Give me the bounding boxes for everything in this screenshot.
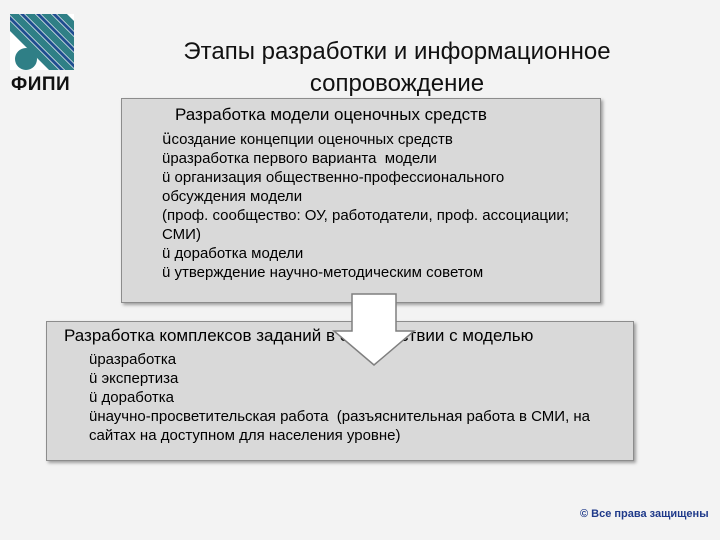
list-item: ü организация общественно-профессиональн… [162,168,592,244]
stage-2-box: Разработка комплексов заданий в соответс… [46,321,634,461]
stage-2-list: üразработка ü экспертиза ü доработка üна… [89,350,629,445]
check-icon: ü [162,150,171,167]
title-line-2: сопровождение [309,70,485,97]
list-item: üразработка первого варианта модели [162,149,592,168]
check-icon: ü [89,351,98,368]
page-title: Этапы разработки и информационное сопров… [132,36,662,100]
fipi-logo-icon [10,14,74,70]
stage-2-heading: Разработка комплексов заданий в соответс… [64,326,534,345]
list-item: üразработка [89,350,629,369]
list-item-text: доработка модели [170,245,304,262]
copyright-notice: © Все права защищены [580,508,709,520]
title-line-1: Этапы разработки и информационное [183,38,611,65]
list-item-text: утверждение научно-методическим советом [170,264,484,281]
list-item-text: создание концепции оценочных средств [171,131,453,148]
list-item: üнаучно-просветительская работа (разъясн… [89,407,629,445]
check-icon: ü [89,389,98,406]
list-item-text: научно-просветительская работа (разъясни… [89,408,595,444]
check-icon: ü [162,169,171,186]
logo-caption: ФИПИ [11,74,71,95]
list-item-text: организация общественно-профессиональног… [162,169,569,243]
check-icon: ü [162,245,171,262]
stage-1-list: üсоздание концепции оценочных средств üр… [162,130,592,282]
down-arrow-icon [332,293,416,366]
list-item-text: экспертиза [97,370,179,387]
check-icon: ü [162,264,171,281]
list-item: ü доработка [89,388,629,407]
list-item: üсоздание концепции оценочных средств [162,130,592,149]
check-icon: ü [89,370,98,387]
stage-1-box: Разработка модели оценочных средств üсоз… [121,98,601,303]
list-item-text: разработка [97,351,177,368]
list-item: ü утверждение научно-методическим совето… [162,263,592,282]
list-item: ü доработка модели [162,244,592,263]
stage-1-heading: Разработка модели оценочных средств [175,105,487,124]
list-item-text: доработка [97,389,175,406]
check-icon: ü [162,130,172,148]
list-item: ü экспертиза [89,369,629,388]
list-item-text: разработка первого варианта модели [170,150,437,167]
check-icon: ü [89,408,98,425]
